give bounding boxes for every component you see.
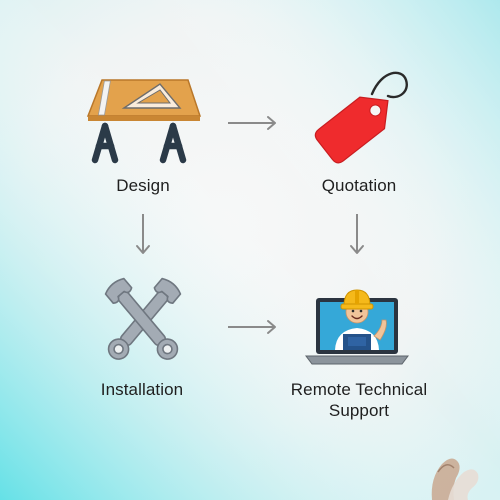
arrow-quotation-to-support xyxy=(350,214,364,254)
arrow-design-to-quotation xyxy=(228,116,276,130)
drafting-table-icon xyxy=(86,79,202,164)
wrenches-icon xyxy=(104,277,182,360)
corner-decoration xyxy=(431,458,479,500)
arrow-installation-to-support xyxy=(228,320,276,334)
step-label-quotation: Quotation xyxy=(321,176,397,195)
step-label-support-line2: Support xyxy=(328,401,390,420)
step-label-design: Design xyxy=(116,176,170,195)
step-label-support-line1: Remote Technical xyxy=(290,380,428,399)
arrow-design-to-installation xyxy=(136,214,150,254)
step-label-installation: Installation xyxy=(100,380,184,399)
technician-laptop-icon xyxy=(305,289,409,365)
price-tag-icon xyxy=(314,71,408,164)
